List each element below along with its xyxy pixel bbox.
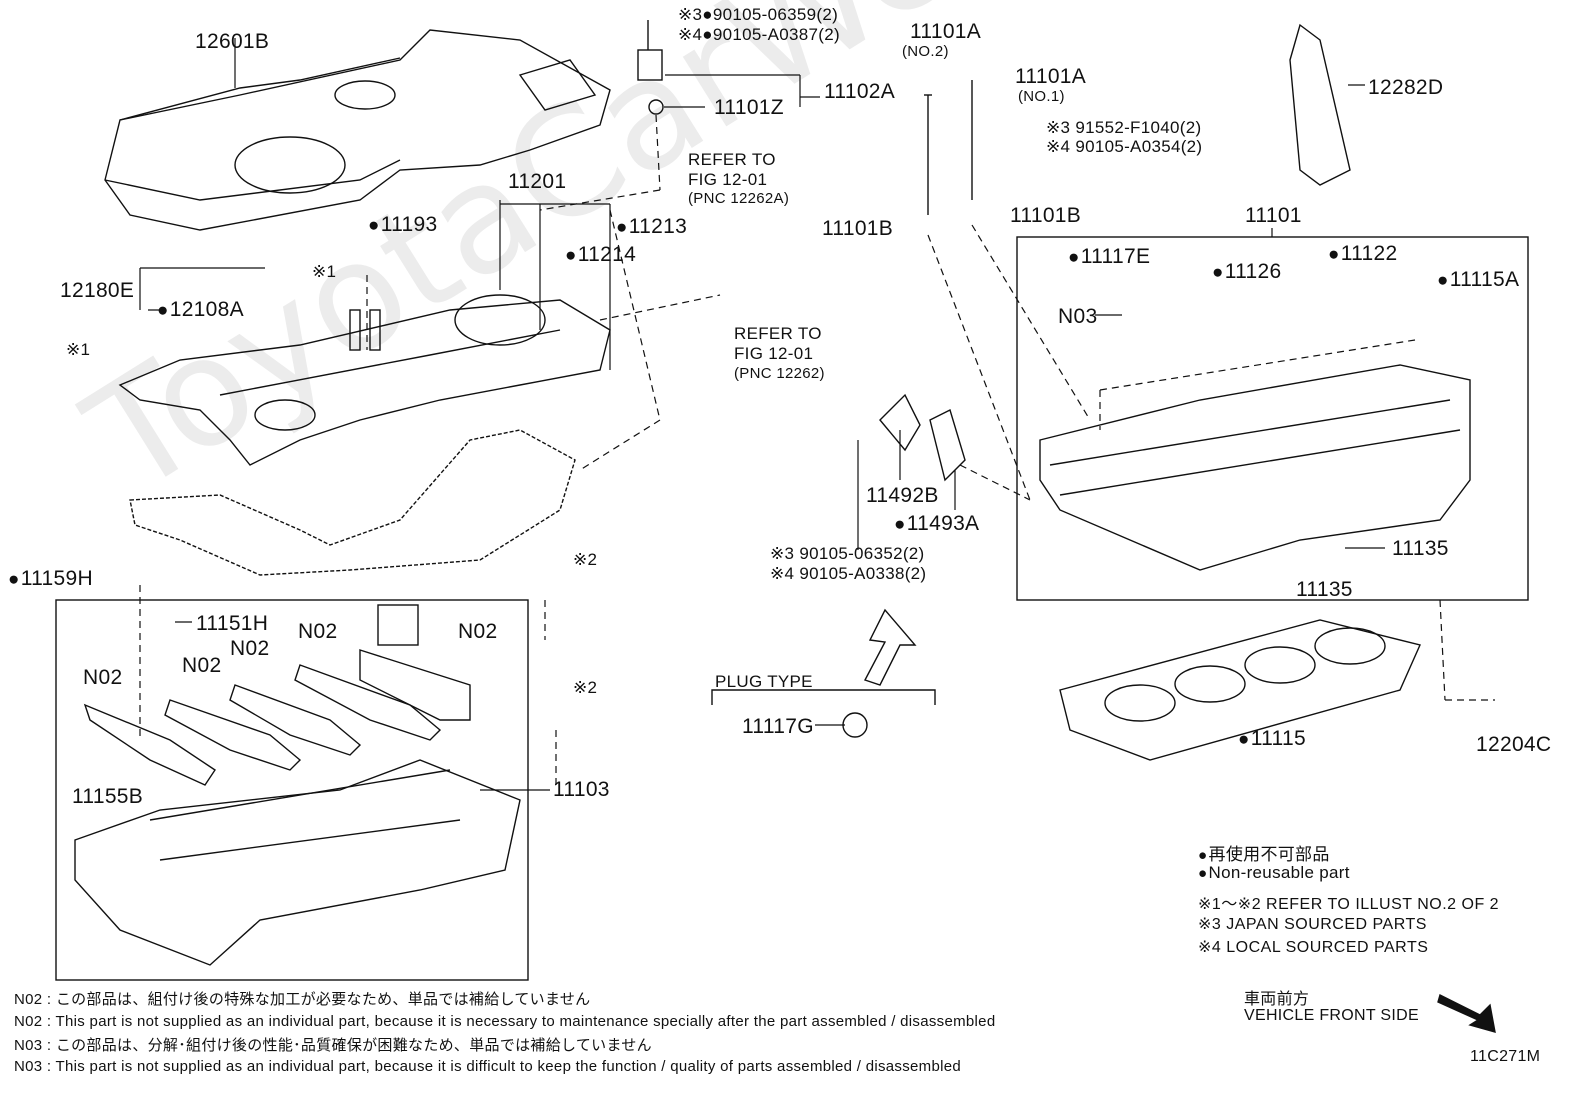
cam-housing-drawing [74, 759, 521, 966]
legend-jp-nonreusable: 再使用不可部品 [1198, 840, 1330, 865]
label-12180E: 12180E [60, 279, 135, 302]
head-cover-drawing [118, 294, 611, 466]
label-11126: 11126 [1212, 260, 1282, 284]
footnote-n02-en: N02 : This part is not supplied as an in… [14, 1013, 996, 1030]
label-N02-b: N02 [182, 654, 222, 677]
label-plug-type: PLUG TYPE [715, 672, 813, 691]
gasket-drawing [129, 429, 576, 576]
label-11213: 11213 [616, 215, 687, 239]
label-11101A-no1: 11101A [1015, 65, 1087, 88]
label-11135-b: 11135 [1296, 578, 1353, 601]
label-11201: 11201 [508, 170, 567, 193]
engine-cover-drawing [104, 29, 611, 231]
bracket-drawing [1289, 23, 1351, 186]
label-12204C: 12204C [1476, 733, 1552, 756]
label-N02-e: N02 [458, 620, 498, 643]
label-note-x1a: ※1 [312, 262, 337, 281]
diagram-code: 11C271M [1470, 1048, 1541, 1065]
label-N03: N03 [1058, 305, 1098, 328]
front-indicator-arrow [863, 608, 917, 686]
label-bolt-top-1: ※3●90105-06359(2) [678, 5, 839, 24]
label-11135-a: 11135 [1392, 537, 1449, 560]
label-bolt-low-1: ※3 90105-06352(2) [770, 544, 925, 563]
cylinder-head-drawing [1039, 364, 1471, 571]
label-no2: (NO.2) [902, 43, 949, 60]
label-note-x2b: ※2 [573, 678, 598, 697]
label-11151H: 11151H [196, 612, 269, 635]
vehicle-front-arrow [1437, 993, 1496, 1033]
label-11101Z: 11101Z [714, 96, 784, 119]
label-11103: 11103 [553, 778, 610, 801]
front-label-jp: 車両前方 [1244, 991, 1310, 1008]
refer2-line2: FIG 12-01 [734, 344, 814, 363]
label-11101A-no2: 11101A [910, 20, 982, 43]
refer2-line1: REFER TO [734, 324, 822, 343]
legend-en-nonreusable: Non-reusable part [1198, 863, 1350, 883]
label-11101B-right: 11101B [1010, 204, 1082, 227]
footnote-n03-en: N03 : This part is not supplied as an in… [14, 1058, 962, 1075]
refer1-line1: REFER TO [688, 150, 776, 169]
label-11115A: 11115A [1437, 268, 1519, 292]
label-note-x1b: ※1 [66, 340, 91, 359]
footnote-n03-jp: N03 : この部品は、分解･組付け後の性能･品質確保が困難なため、単品では補給… [14, 1037, 652, 1054]
legend-note3: ※3 JAPAN SOURCED PARTS [1198, 916, 1427, 933]
front-label-en: VEHICLE FRONT SIDE [1244, 1007, 1419, 1024]
label-11122: 11122 [1328, 242, 1398, 266]
refer1-line2: FIG 12-01 [688, 170, 768, 189]
label-N02-a: N02 [83, 666, 123, 689]
head-gasket-drawing [1059, 619, 1421, 761]
label-bolt-mid-2: ※4 90105-A0354(2) [1046, 137, 1203, 156]
label-11214: 11214 [565, 243, 636, 267]
refer2-line3: (PNC 12262) [734, 365, 825, 382]
label-11117E: 11117E [1068, 245, 1150, 269]
label-bolt-mid-1: ※3 91552-F1040(2) [1046, 118, 1202, 137]
label-11102A: 11102A [824, 80, 896, 103]
label-11101: 11101 [1245, 204, 1302, 227]
label-11115: 11115 [1238, 727, 1306, 751]
label-N02-d: N02 [298, 620, 338, 643]
label-12601B: 12601B [195, 30, 270, 53]
label-no1: (NO.1) [1018, 88, 1065, 105]
label-bolt-low-2: ※4 90105-A0338(2) [770, 564, 927, 583]
legend-note4: ※4 LOCAL SOURCED PARTS [1198, 939, 1429, 956]
footnote-n02-jp: N02 : この部品は、組付け後の特殊な加工が必要なため、単品では補給していませ… [14, 991, 591, 1008]
label-11492B: 11492B [866, 484, 939, 507]
label-11117G: 11117G [742, 715, 814, 738]
label-12108A: 12108A [157, 298, 244, 322]
plug-type-box [711, 689, 936, 705]
label-bolt-top-2: ※4●90105-A0387(2) [678, 25, 840, 44]
label-11193: 11193 [368, 213, 438, 237]
label-N02-c: N02 [230, 637, 270, 660]
label-note-x2a: ※2 [573, 550, 598, 569]
label-11101B-left: 11101B [822, 217, 894, 240]
legend-note12: ※1～※2 REFER TO ILLUST NO.2 OF 2 [1198, 896, 1500, 913]
label-11493A: 11493A [894, 512, 979, 536]
label-11155B: 11155B [72, 785, 144, 808]
label-11159H: 11159H [8, 567, 93, 591]
refer1-line3: (PNC 12262A) [688, 190, 790, 207]
label-12282D: 12282D [1368, 76, 1444, 99]
bearing-caps-drawing [83, 604, 471, 786]
